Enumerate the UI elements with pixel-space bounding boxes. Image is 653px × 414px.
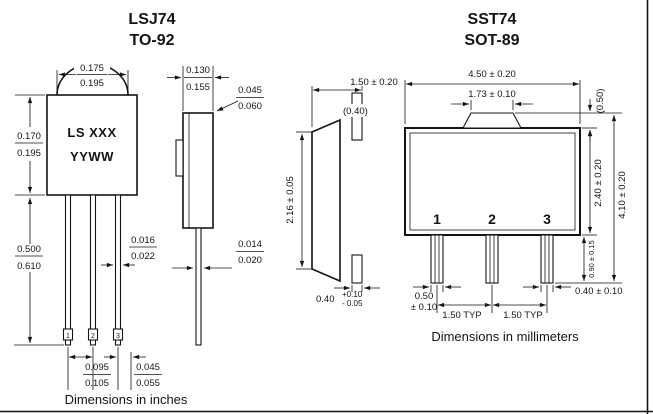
- sot89-section: SST74 SOT-89 1.50 ± 0.20 (0.40) 2.16 ± 0…: [285, 11, 628, 344]
- to92-dim-lead-edge-den: 0.055: [136, 378, 160, 389]
- sot89-dim-tab-thickness-label: (0.40): [343, 106, 368, 117]
- to92-side-body-outline: [182, 112, 214, 229]
- sot89-dim-lead-pitch: 1.50 TYP 1.50 TYP: [436, 285, 548, 321]
- to92-lead-3: [114, 194, 122, 346]
- sot89-dim-lead1-width-line1: 0.50: [415, 291, 434, 302]
- to92-front-view: LS XXX YYWW 1 2 3: [46, 63, 138, 346]
- to92-pin3-tag-box: [112, 328, 124, 341]
- to92-dim-side-lead-thickness: 0.014 0.020: [172, 239, 264, 271]
- sot89-side-view: [311, 92, 363, 284]
- sot89-pin3-label: 3: [543, 211, 551, 227]
- sot89-dim-overall-length-label: 4.10 ± 0.20: [617, 171, 628, 218]
- to92-lead-2: [89, 194, 97, 346]
- to92-pin3-label: 3: [116, 333, 120, 340]
- to92-side-view: [175, 112, 214, 346]
- sot89-side-body-outline: [311, 118, 341, 283]
- sot89-dim-pitch-right-label: 1.50 TYP: [503, 310, 542, 321]
- sot89-dim-package-height-label: 1.50 ± 0.20: [350, 77, 397, 88]
- to92-pin2-label: 2: [91, 333, 95, 340]
- to92-dim-body-height: 0.170 0.195: [15, 94, 45, 196]
- sot89-dim-lead-thickness: 0.40 +0.10 - 0.05: [316, 285, 380, 308]
- to92-pin1-tag-box: [62, 328, 74, 341]
- to92-body-outline: [46, 94, 138, 196]
- sot89-title-line2: SOT-89: [464, 32, 519, 49]
- sot89-lead-3: [540, 234, 554, 284]
- to92-dim-side-width-num: 0.130: [186, 65, 210, 76]
- to92-dim-lead-length-num: 0.500: [17, 244, 41, 255]
- to92-dim-lead-length: 0.500 0.610: [14, 198, 64, 346]
- to92-marking-line2: YYWW: [70, 149, 114, 164]
- to92-dim-side-tab-num: 0.045: [238, 85, 262, 96]
- to92-dim-side-width-den: 0.155: [186, 82, 210, 93]
- sot89-dim-lead-thickness-label: 0.40: [316, 294, 335, 305]
- to92-dim-dome-width: 0.175 0.195: [56, 62, 129, 91]
- sot89-pin2-label: 2: [488, 211, 496, 227]
- to92-dim-body-height-num: 0.170: [17, 131, 41, 142]
- to92-dim-side-width: 0.130 0.155: [167, 65, 229, 111]
- to92-dim-lead-edge-num: 0.045: [136, 362, 160, 373]
- to92-dim-body-height-den: 0.195: [17, 148, 41, 159]
- to92-dim-side-lead-thickness-den: 0.020: [238, 255, 262, 266]
- to92-dim-lead-width-den: 0.022: [131, 251, 155, 262]
- to92-dim-side-lead-thickness-num: 0.014: [238, 239, 262, 250]
- sot89-right-extension-lines: [515, 112, 622, 284]
- to92-title-line1: LSJ74: [128, 11, 175, 28]
- sot89-dim-overall-length: 4.10 ± 0.20: [611, 115, 628, 281]
- sot89-pin1-label: 1: [433, 211, 441, 227]
- sot89-lead-2: [485, 234, 499, 284]
- sot89-dim-body-width-label: 4.50 ± 0.20: [468, 69, 515, 80]
- sot89-dim-body-length-label: 2.40 ± 0.20: [593, 159, 604, 206]
- sot89-dim-body-span: 2.16 ± 0.05: [285, 131, 312, 270]
- sot89-lead-1: [430, 234, 444, 284]
- to92-marking-line1: LS XXX: [67, 125, 116, 140]
- sot89-dim-tab-width-label: 1.73 ± 0.10: [468, 89, 515, 100]
- sot89-tab-outline: [462, 112, 522, 129]
- to92-pin2-tag-box: [87, 328, 99, 341]
- sot89-dim-tab-overhang: (0.50): [587, 89, 606, 142]
- to92-dim-side-tab-den: 0.060: [238, 101, 262, 112]
- to92-section: LSJ74 TO-92 LS XXX YYWW 1 2 3: [14, 11, 264, 407]
- sot89-dim-tab-width: 1.73 ± 0.10: [451, 89, 533, 110]
- sot89-dim-body-width: 4.50 ± 0.20: [404, 69, 581, 124]
- sot89-dim-lead-thickness-tol-plus: +0.10: [342, 290, 363, 299]
- to92-dim-dome-width-den: 0.195: [80, 78, 104, 89]
- sot89-dim-tab-overhang-label: (0.50): [595, 89, 606, 114]
- to92-side-tab: [175, 139, 184, 177]
- sot89-side-lead: [351, 254, 363, 284]
- to92-lead-1: [64, 194, 72, 346]
- sot89-title-line1: SST74: [468, 11, 517, 28]
- to92-dim-lead-pitch: 0.095 0.105 0.045 0.055: [67, 347, 162, 390]
- sot89-dim-body-length: 2.40 ± 0.20: [587, 130, 604, 233]
- sot89-body-inner-line: [409, 132, 576, 231]
- sot89-dim-lead1-width-line2: ± 0.10: [411, 302, 437, 313]
- to92-dim-lead-pitch-num: 0.095: [85, 362, 109, 373]
- sot89-dim-lead3-width-label: 0.40 ± 0.10: [575, 286, 622, 297]
- sot89-dim-lead-thickness-tol-minus: - 0.05: [342, 299, 363, 308]
- to92-dim-lead-length-den: 0.610: [17, 261, 41, 272]
- to92-dim-dome-width-bg: [74, 62, 110, 89]
- to92-dim-lead-pitch-den: 0.105: [85, 378, 109, 389]
- sot89-dim-tab-thickness-bg: [340, 104, 374, 117]
- sot89-top-view: 1 2 3: [404, 112, 581, 284]
- to92-dim-side-tab: 0.045 0.060: [216, 85, 264, 112]
- sot89-dim-body-span-label: 2.16 ± 0.05: [285, 176, 296, 223]
- to92-pin1-label: 1: [66, 333, 70, 340]
- to92-side-lead: [195, 227, 202, 346]
- to92-title-line2: TO-92: [129, 32, 174, 49]
- sot89-dim-lead1-width: 0.50 ± 0.10: [411, 284, 461, 313]
- to92-dim-lead-width-num: 0.016: [131, 235, 155, 246]
- to92-caption: Dimensions in inches: [65, 392, 188, 407]
- to92-dim-dome-width-num: 0.175: [80, 63, 104, 74]
- sot89-dim-tab-thickness-ref: (0.40): [340, 104, 374, 117]
- sot89-dim-pitch-left-label: 1.50 TYP: [442, 310, 481, 321]
- sot89-dim-lead-length: 0.90 ± 0.15: [581, 237, 596, 281]
- sot89-dim-lead3-width: 0.40 ± 0.10: [523, 284, 622, 297]
- to92-dim-lead-width: 0.016 0.022: [101, 235, 157, 268]
- sot89-dim-lead-length-label: 0.90 ± 0.15: [587, 240, 596, 277]
- sot89-dim-package-height: 1.50 ± 0.20: [311, 77, 398, 127]
- sot89-caption: Dimensions in millimeters: [431, 329, 579, 344]
